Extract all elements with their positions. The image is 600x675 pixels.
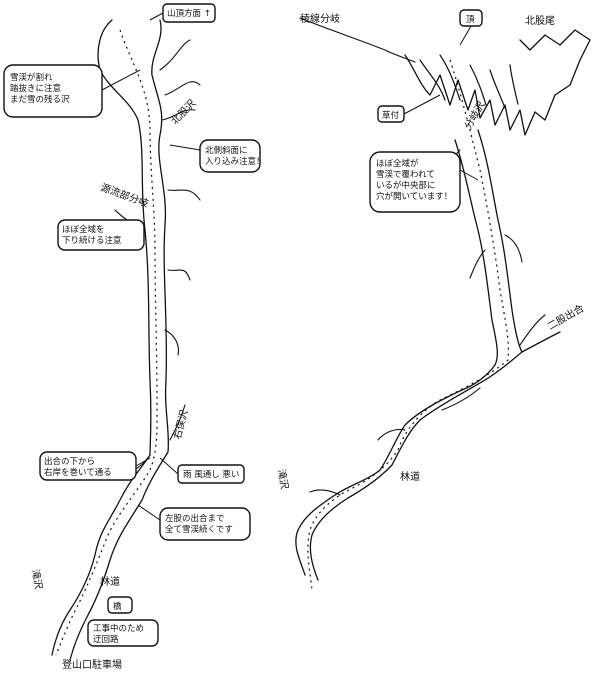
callout-text: ほぼ全域を下り続ける注意 xyxy=(62,224,122,246)
callout-left-wind: 雨 風通し 悪い xyxy=(159,457,245,484)
callout-text: ほぼ全域が雪渓で覆われているが中央部に穴が開いています！ xyxy=(376,158,452,202)
right-ridge-outline xyxy=(404,29,591,136)
place-label: 滝沢 xyxy=(29,568,45,590)
right-valley-map: 頂 草付 ほぼ全域が雪渓で覆われているが中央部に穴が開いています！ 稜線分岐 北… xyxy=(275,9,591,591)
callout-text: 工事中のため迂回路 xyxy=(93,623,144,645)
callout-text: 草付 xyxy=(382,110,400,121)
svg-text:雨 風通し 悪い: 雨 風通し 悪い xyxy=(183,469,239,480)
callout-left-north-slope: 北側斜面に入り込み注意！ xyxy=(169,139,265,173)
callout-line: まだ雪の残る沢 xyxy=(10,94,70,105)
callout-left-confluence: 出合の下から右岸を巻いて通る xyxy=(39,451,151,481)
callout-line: ほぼ全域が xyxy=(376,158,419,169)
right-trail xyxy=(307,59,510,591)
callout-line: 下り続ける注意 xyxy=(62,235,122,246)
left-trail xyxy=(55,29,158,656)
left-valley-map: 山頂方面 ↑ 雪渓が割れ踏抜きに注意まだ雪の残る沢 北側斜面に入り込み注意！ ほ… xyxy=(3,3,265,671)
right-inner-ridges xyxy=(419,54,519,109)
callout-line: 雪渓が割れ xyxy=(10,72,53,83)
callout-line: 北側斜面に xyxy=(205,145,248,156)
callout-line: いるが中央部に xyxy=(376,180,436,191)
place-label: 二股出合 xyxy=(545,301,586,332)
callout-line: 工事中のため xyxy=(93,623,144,634)
callout-right-snowhole: ほぼ全域が雪渓で覆われているが中央部に穴が開いています！ xyxy=(369,151,479,213)
callout-line: 雪渓で覆われて xyxy=(376,169,435,180)
callout-text: 頂 xyxy=(466,15,475,25)
place-label: 北股尾 xyxy=(525,15,555,27)
svg-text:草付: 草付 xyxy=(382,110,400,121)
left-valley-west-bank xyxy=(51,19,152,656)
callout-line: 右岸を巻いて通る xyxy=(44,467,112,478)
place-label: 登山口駐車場 xyxy=(62,658,122,671)
callout-line: 出合の下から xyxy=(44,456,95,467)
place-label: 林道 xyxy=(400,470,420,483)
left-valley-east-bank xyxy=(69,19,170,661)
callout-line: 迂回路 xyxy=(93,634,119,645)
callout-text: 北側斜面に入り込み注意！ xyxy=(205,145,265,167)
right-upper-ridge-line xyxy=(299,17,416,63)
place-label: 稜線分岐 xyxy=(300,12,340,25)
right-valley-east-bank xyxy=(309,129,561,581)
callout-text: 雪渓が割れ踏抜きに注意まだ雪の残る沢 xyxy=(10,72,70,105)
callout-right-grass: 草付 xyxy=(377,94,441,123)
callout-text: 橋 xyxy=(113,601,122,612)
svg-text:橋: 橋 xyxy=(113,601,122,612)
callout-left-detour: 工事中のため迂回路 xyxy=(87,619,159,647)
callout-line: 踏抜きに注意 xyxy=(10,83,61,94)
callout-line: ほぼ全域を xyxy=(62,224,105,235)
callout-line: 左股の出合まで xyxy=(165,513,225,524)
place-label: 林道 xyxy=(100,575,120,588)
callout-left-summit: 山頂方面 ↑ xyxy=(149,3,216,23)
callout-line: 穴が開いています！ xyxy=(376,191,452,202)
place-label: 北股沢 xyxy=(168,97,198,127)
callout-right-peak: 頂 xyxy=(459,9,483,46)
callout-line: 入り込み注意！ xyxy=(205,156,265,167)
callout-text: 山頂方面 ↑ xyxy=(167,8,211,19)
callout-left-snow-until: 左股の出合まで全て雪渓続くです xyxy=(137,504,251,541)
place-label: 右俣沢 xyxy=(170,408,190,440)
svg-text:頂: 頂 xyxy=(466,15,475,25)
svg-text:山頂方面 ↑: 山頂方面 ↑ xyxy=(167,8,211,19)
callout-text: 左股の出合まで全て雪渓続くです xyxy=(165,513,233,535)
callout-left-descend: ほぼ全域を下り続ける注意 xyxy=(57,219,145,251)
place-label: 滝沢 xyxy=(275,468,291,490)
callout-left-snow: 雪渓が割れ踏抜きに注意まだ雪の残る沢 xyxy=(3,64,141,118)
right-valley-west-bank xyxy=(295,139,498,576)
callout-line: 全て雪渓続くです xyxy=(165,524,233,535)
callout-text: 雨 風通し 悪い xyxy=(183,469,239,480)
callout-text: 出合の下から右岸を巻いて通る xyxy=(44,456,112,478)
callout-left-bridge: 橋 xyxy=(107,596,133,614)
place-label: 分岐沢 xyxy=(461,99,487,131)
